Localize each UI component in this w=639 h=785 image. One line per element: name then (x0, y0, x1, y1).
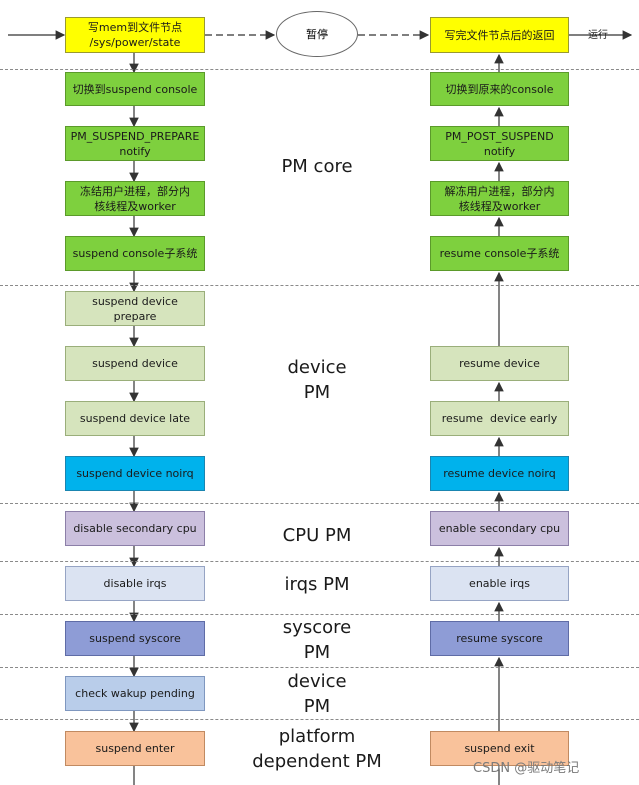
return-box: 写完文件节点后的返回 (430, 17, 569, 53)
suspend-step: 切换到suspend console (65, 72, 205, 106)
suspend-step: suspend console子系统 (65, 236, 205, 271)
resume-step: suspend exit (430, 731, 569, 766)
zone-label: PM core (281, 156, 353, 177)
suspend-step: suspend device prepare (65, 291, 205, 326)
resume-step: resume console子系统 (430, 236, 569, 271)
zone-separator (0, 503, 639, 504)
resume-step: resume device (430, 346, 569, 381)
suspend-step: suspend device (65, 346, 205, 381)
resume-step: resume device early (430, 401, 569, 436)
suspend-step: disable secondary cpu (65, 511, 205, 546)
zone-separator (0, 614, 639, 615)
suspend-step: suspend device late (65, 401, 205, 436)
zone-separator (0, 285, 639, 286)
resume-step: 切换到原来的console (430, 72, 569, 106)
resume-step: enable irqs (430, 566, 569, 601)
resume-step: 解冻用户进程，部分内 核线程及worker (430, 181, 569, 216)
pause-ellipse: 暂停 (276, 11, 358, 57)
suspend-step: disable irqs (65, 566, 205, 601)
zone-label: platform dependent PM (252, 726, 382, 772)
resume-step: resume syscore (430, 621, 569, 656)
watermark: CSDN @驱动笔记 (473, 761, 580, 776)
zone-separator (0, 719, 639, 720)
zone-label: syscore PM (282, 617, 352, 663)
resume-step: resume device noirq (430, 456, 569, 491)
zone-label: CPU PM (282, 525, 352, 546)
write-state-box: 写mem到文件节点 /sys/power/state (65, 17, 205, 53)
zone-label: irqs PM (284, 574, 350, 595)
resume-step: PM_POST_SUSPEND notify (430, 126, 569, 161)
run-label: 运行 (588, 30, 608, 41)
zone-separator (0, 69, 639, 70)
zone-label: device PM (287, 671, 347, 717)
zone-separator (0, 561, 639, 562)
suspend-step: suspend enter (65, 731, 205, 766)
suspend-step: 冻结用户进程，部分内 核线程及worker (65, 181, 205, 216)
suspend-step: suspend device noirq (65, 456, 205, 491)
zone-separator (0, 667, 639, 668)
suspend-step: check wakup pending (65, 676, 205, 711)
suspend-step: PM_SUSPEND_PREPARE notify (65, 126, 205, 161)
suspend-step: suspend syscore (65, 621, 205, 656)
resume-step: enable secondary cpu (430, 511, 569, 546)
zone-label: device PM (287, 357, 347, 403)
